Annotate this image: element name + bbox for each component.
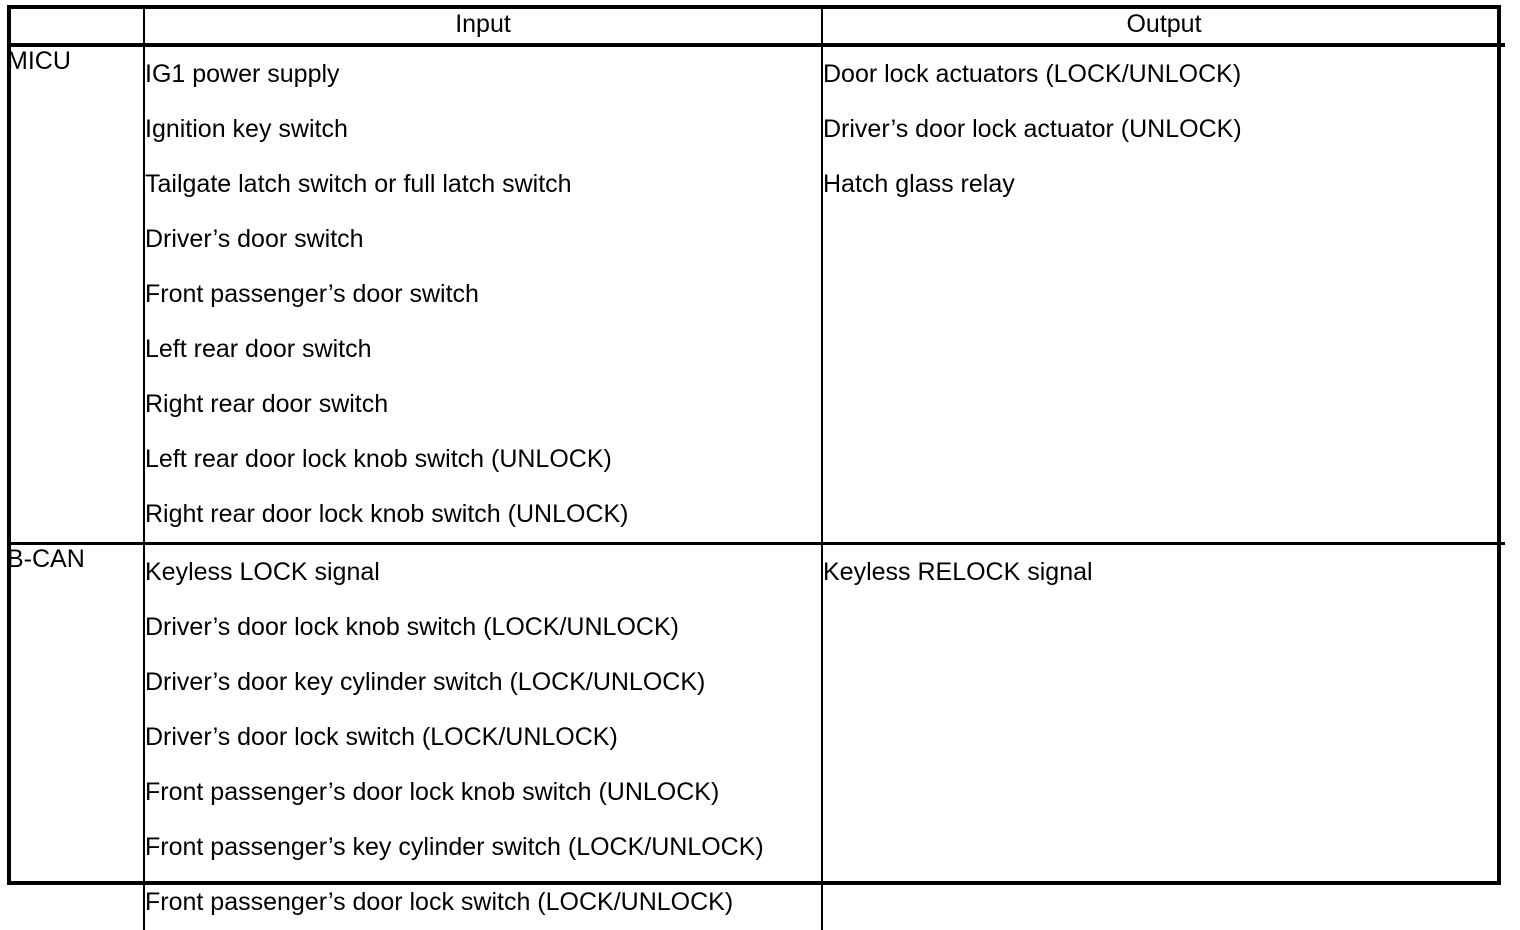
table-header-row: Input Output <box>7 5 1505 45</box>
output-list-micu: Door lock actuators (LOCK/UNLOCK) Driver… <box>822 45 1505 544</box>
input-list-micu: IG1 power supply Ignition key switch Tai… <box>144 45 822 544</box>
list-item: Left rear door lock knob switch (UNLOCK) <box>145 432 821 487</box>
list-item: Front passenger’s door lock switch (LOCK… <box>145 875 821 930</box>
list-item: Front passenger’s key cylinder switch (L… <box>145 820 821 875</box>
list-item: Ignition key switch <box>145 102 821 157</box>
header-cell-input: Input <box>144 5 822 45</box>
table-row: MICU IG1 power supply Ignition key switc… <box>7 45 1505 544</box>
list-item: Driver’s door lock knob switch (LOCK/UNL… <box>145 600 821 655</box>
list-item: Keyless LOCK signal <box>145 545 821 600</box>
list-item: Right rear door lock knob switch (UNLOCK… <box>145 487 821 542</box>
list-item: Keyless RELOCK signal <box>823 545 1505 600</box>
list-item: Door lock actuators (LOCK/UNLOCK) <box>823 47 1505 102</box>
list-item: Tailgate latch switch or full latch swit… <box>145 157 821 212</box>
input-list-bcan: Keyless LOCK signal Driver’s door lock k… <box>144 544 822 930</box>
list-item: Right rear door switch <box>145 377 821 432</box>
list-item: Driver’s door switch <box>145 212 821 267</box>
list-item: Driver’s door lock actuator (UNLOCK) <box>823 102 1505 157</box>
list-item: Hatch glass relay <box>823 157 1505 212</box>
output-list-bcan: Keyless RELOCK signal <box>822 544 1505 930</box>
ecu-label-bcan: B-CAN <box>7 544 144 930</box>
list-item: Driver’s door lock switch (LOCK/UNLOCK) <box>145 710 821 765</box>
table-row: B-CAN Keyless LOCK signal Driver’s door … <box>7 544 1505 930</box>
list-item: Left rear door switch <box>145 322 821 377</box>
ecu-label-micu: MICU <box>7 45 144 544</box>
list-item: Front passenger’s door lock knob switch … <box>145 765 821 820</box>
header-cell-output: Output <box>822 5 1505 45</box>
list-item: Driver’s door key cylinder switch (LOCK/… <box>145 655 821 710</box>
list-item: Front passenger’s door switch <box>145 267 821 322</box>
input-output-table: Input Output MICU IG1 power supply Ignit… <box>7 5 1505 930</box>
list-item: IG1 power supply <box>145 47 821 102</box>
header-cell-ecu <box>7 5 144 45</box>
document-page: Input Output MICU IG1 power supply Ignit… <box>0 0 1520 894</box>
